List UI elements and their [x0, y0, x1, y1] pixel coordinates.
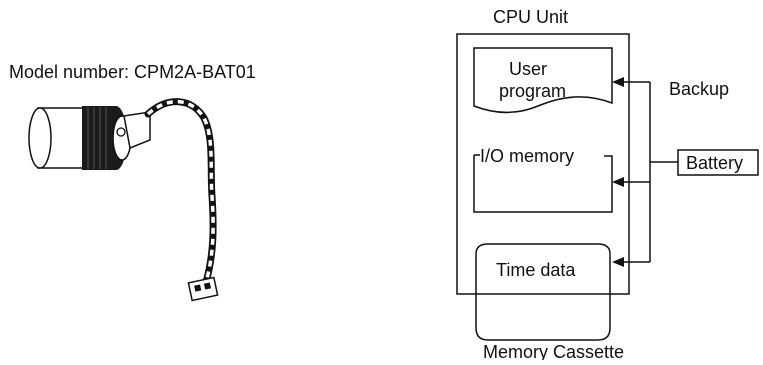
- memory-cassette-label: Memory Cassette: [483, 342, 624, 360]
- arrow-user-program-icon: [612, 77, 624, 87]
- user-program-area: [473, 47, 613, 114]
- time-data-label: Time data: [496, 260, 576, 280]
- arrow-io-memory-icon: [612, 177, 624, 187]
- battery-cylinder-icon: [28, 106, 151, 170]
- arrow-time-data-icon: [612, 257, 624, 267]
- io-memory-area: [473, 155, 613, 213]
- battery-box: [677, 149, 759, 176]
- battery-label: Battery: [686, 153, 743, 173]
- memory-cassette-box: [475, 302, 611, 341]
- backup-label: Backup: [669, 79, 729, 99]
- user-program-label-line2: program: [499, 81, 566, 101]
- model-number-label: Model number: CPM2A-BAT01: [9, 62, 256, 82]
- connector-icon: [187, 276, 219, 302]
- io-memory-label: I/O memory: [480, 146, 574, 166]
- cpu-unit-label: CPU Unit: [493, 7, 568, 27]
- lead-wire-icon: [144, 98, 217, 286]
- user-program-label-line1: User: [509, 59, 547, 79]
- battery-with-lead-wire-icon: [28, 98, 219, 302]
- time-data-area: [475, 243, 611, 272]
